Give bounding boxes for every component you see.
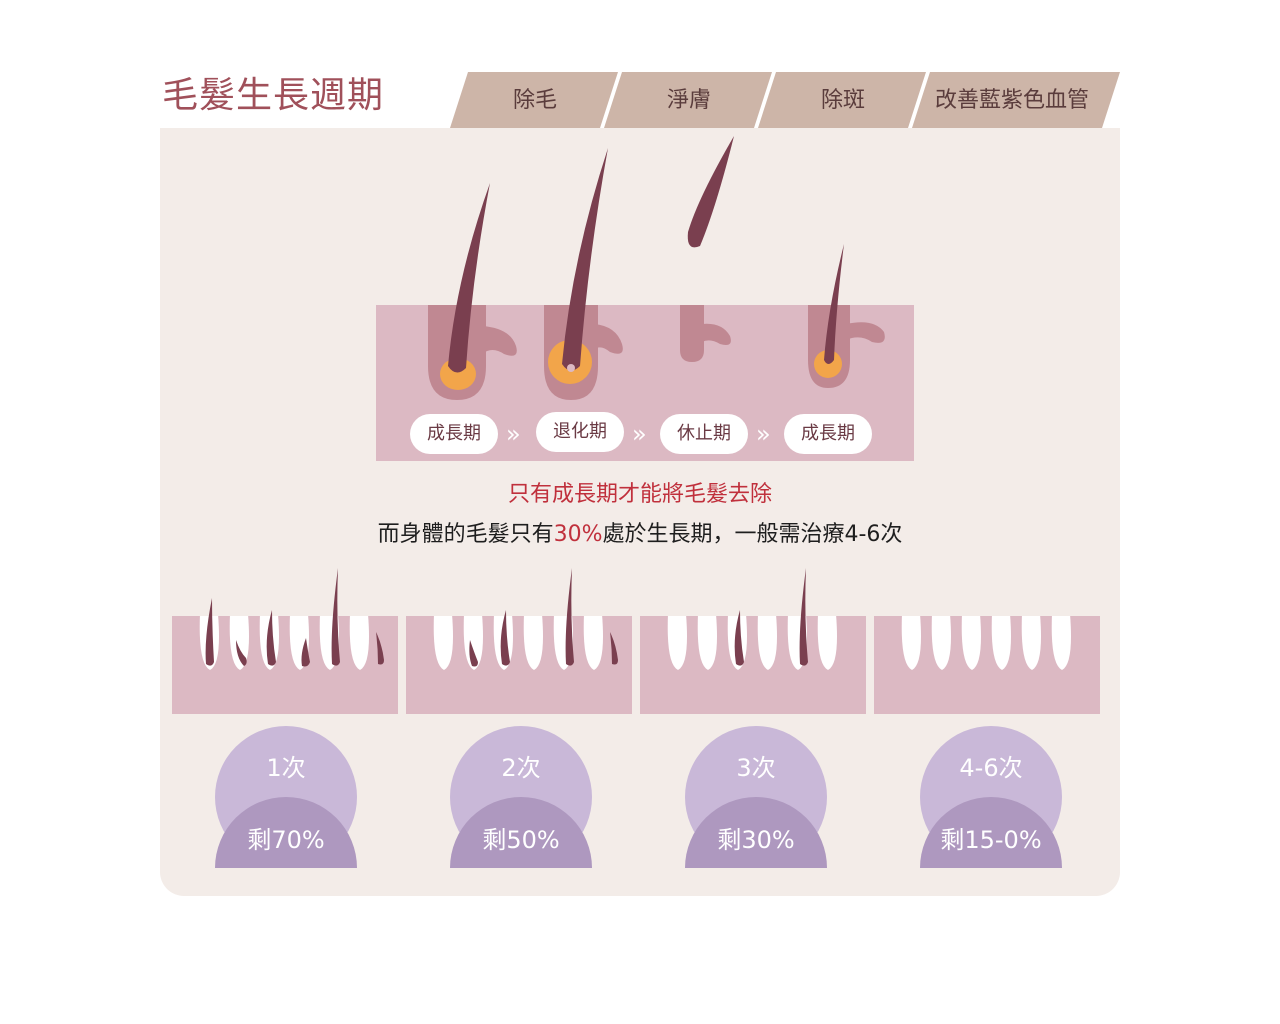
badge-half bbox=[450, 797, 592, 868]
double-arrow-icon: » bbox=[506, 420, 521, 448]
treatment-remaining: 剩15-0% bbox=[940, 826, 1042, 854]
tab-bar: 除毛 淨膚 除斑 改善藍紫色血管 bbox=[440, 72, 1130, 128]
double-arrow-icon: » bbox=[756, 420, 771, 448]
treatment-remaining: 剩30% bbox=[717, 826, 795, 854]
subline-highlight: 30% bbox=[553, 522, 603, 547]
page-title: 毛髮生長週期 bbox=[162, 75, 385, 116]
tab-hair-removal[interactable]: 除毛 bbox=[512, 88, 557, 113]
stage-anagen-new: 成長期 bbox=[784, 414, 872, 454]
badge-half bbox=[215, 797, 357, 868]
tab-spot-removal[interactable]: 除斑 bbox=[820, 88, 865, 113]
skin-section-3 bbox=[640, 568, 866, 714]
subline-before: 而身體的毛髮只有 bbox=[377, 522, 554, 547]
hair-cycle-diagram: 成長期 » 退化期 » 休止期 » 成長期 bbox=[160, 128, 1120, 478]
treatment-remaining: 剩70% bbox=[247, 826, 325, 854]
skin-section-2 bbox=[406, 568, 632, 714]
badge-half bbox=[920, 797, 1062, 868]
stage-catagen: 退化期 bbox=[536, 412, 624, 452]
treatment-count: 3次 bbox=[736, 754, 776, 782]
follicle-telogen bbox=[680, 136, 734, 362]
follicle-anagen bbox=[428, 183, 517, 400]
treatment-count: 1次 bbox=[266, 754, 306, 782]
follicle-catagen bbox=[544, 148, 623, 400]
treatment-count: 4-6次 bbox=[959, 754, 1023, 782]
hair-cycle-illustration bbox=[376, 136, 914, 461]
treatment-badge-4: 4-6次 剩15-0% bbox=[920, 726, 1062, 868]
double-arrow-icon: » bbox=[632, 420, 647, 448]
tab-skin-cleansing[interactable]: 淨膚 bbox=[666, 88, 711, 113]
treatment-badge-1: 1次 剩70% bbox=[215, 726, 357, 868]
headline: 只有成長期才能將毛髮去除 bbox=[507, 482, 772, 507]
stage-telogen: 休止期 bbox=[660, 414, 748, 454]
stage-anagen: 成長期 bbox=[410, 414, 498, 454]
skin-section-1 bbox=[172, 568, 398, 714]
badge-half bbox=[685, 797, 827, 868]
treatment-count: 2次 bbox=[501, 754, 541, 782]
treatment-badge-3: 3次 剩30% bbox=[685, 726, 827, 868]
subline: 而身體的毛髮只有30%處於生長期，一般需治療4-6次 bbox=[160, 520, 1120, 550]
content-panel: 成長期 » 退化期 » 休止期 » 成長期 只有成長期才能將毛髮去除 而身體的毛… bbox=[160, 128, 1120, 896]
follicle-new-anagen bbox=[808, 244, 885, 388]
tab-vascular-treatment[interactable]: 改善藍紫色血管 bbox=[934, 88, 1089, 113]
skin-section-4 bbox=[874, 608, 1100, 714]
subline-after: 處於生長期，一般需治療4-6次 bbox=[602, 522, 903, 547]
treatment-remaining: 剩50% bbox=[482, 826, 560, 854]
treatment-badge-2: 2次 剩50% bbox=[450, 726, 592, 868]
tab-shapes bbox=[450, 72, 1120, 128]
